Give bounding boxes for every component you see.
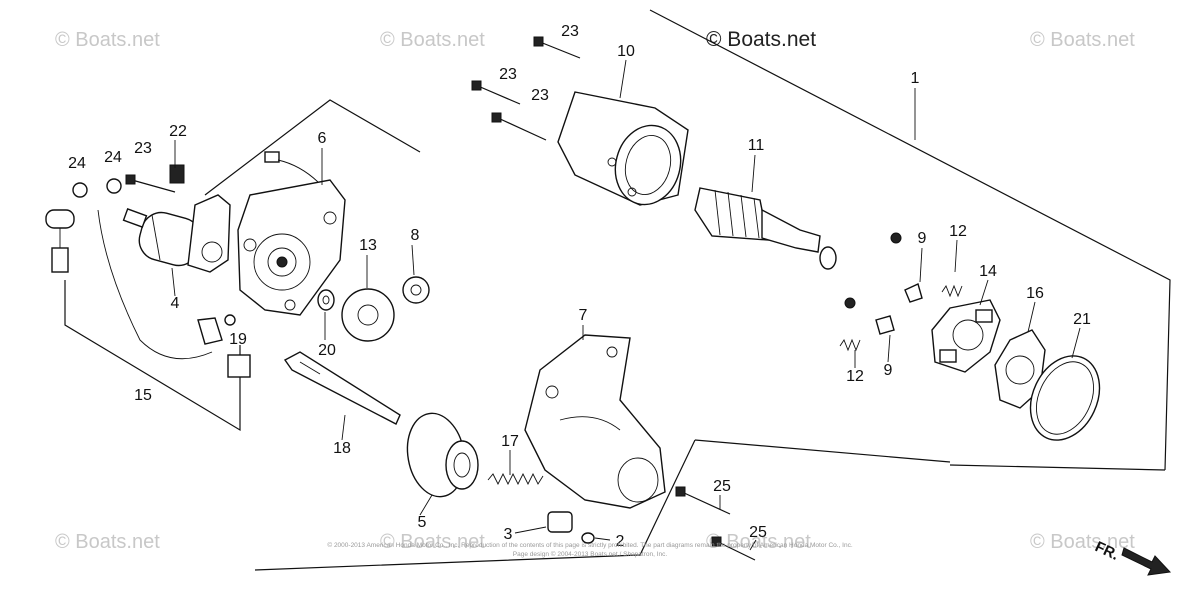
callout-5: 5 [418,514,427,531]
watermark-bottom-center: © Boats.net [706,531,811,553]
snap-ring [581,532,595,544]
watermark-bottom-mid: © Boats.net [380,531,485,553]
callout-8: 8 [411,227,420,244]
callout-6: 6 [318,130,327,147]
callouts: 1 2 3 4 5 6 7 8 9 9 10 11 12 12 13 14 15… [68,23,1091,550]
callout-18: 18 [333,440,351,457]
callout-23c: 23 [531,87,549,104]
washer [317,289,335,311]
watermark-top-mid: © Boats.net [380,29,485,51]
brush-plate [994,329,1046,409]
collar [547,511,573,533]
callout-4: 4 [171,295,180,312]
assembly-outline-right [649,9,1171,471]
callout-20: 20 [318,342,336,359]
drive-shaft [283,351,401,425]
copyright-line-2: Page design © 2004-2013 Boats.net / Shop… [513,550,668,558]
callout-14: 14 [979,263,997,280]
assembly-outline-bottom-left [254,439,696,571]
callout-7: 7 [579,307,588,324]
wire-harness [45,209,223,360]
callout-24b: 24 [104,149,122,166]
callout-13: 13 [359,237,377,254]
watermark-top-left: © Boats.net [55,29,160,51]
callout-23a: 23 [561,23,579,40]
armature [694,187,837,270]
assembly-outline-bottom [949,464,1166,471]
harness-box [64,280,241,432]
callout-10: 10 [617,43,635,60]
callout-17: 17 [501,433,519,450]
assembly-outline-lower [694,439,951,463]
callout-1: 1 [911,70,920,87]
connector [227,354,251,378]
callout-12b: 12 [846,368,864,385]
callout-24a: 24 [68,155,86,172]
callout-23d: 23 [134,140,152,157]
callout-9a: 9 [918,230,927,247]
callout-2: 2 [616,533,625,550]
planet-gear [402,276,430,304]
callout-21: 21 [1073,311,1091,328]
idler-gear [341,288,395,342]
solenoid [122,194,231,273]
leader-lines [171,59,1081,551]
callout-16: 16 [1026,285,1044,302]
copyright-line-1: © 2000-2013 American Honda Motor Co., In… [327,541,852,549]
callout-9b: 9 [884,362,893,379]
end-cover [237,151,346,316]
brush-holder [931,299,1001,373]
screw-19 [224,314,236,326]
gear-housing [524,334,666,509]
callout-25a: 25 [713,478,731,495]
callout-12a: 12 [949,223,967,240]
callout-11: 11 [748,137,765,154]
yoke-housing [557,91,689,206]
callout-22: 22 [169,123,187,140]
callout-25b: 25 [749,524,767,541]
front-arrow-icon [1121,547,1172,576]
assembly-outline [204,99,421,196]
watermark-top-center: © Boats.net [706,28,816,51]
callout-3: 3 [504,526,513,543]
bolts [72,36,963,561]
callout-19: 19 [229,331,247,348]
watermark-top-right: © Boats.net [1030,29,1135,51]
watermark-bottom-right: © Boats.net [1030,531,1135,553]
watermark-bottom-left: © Boats.net [55,531,160,553]
callout-15: 15 [134,387,152,404]
callout-23b: 23 [499,66,517,83]
spring [487,472,544,486]
o-ring [1029,355,1101,441]
overrunning-clutch [406,412,479,498]
